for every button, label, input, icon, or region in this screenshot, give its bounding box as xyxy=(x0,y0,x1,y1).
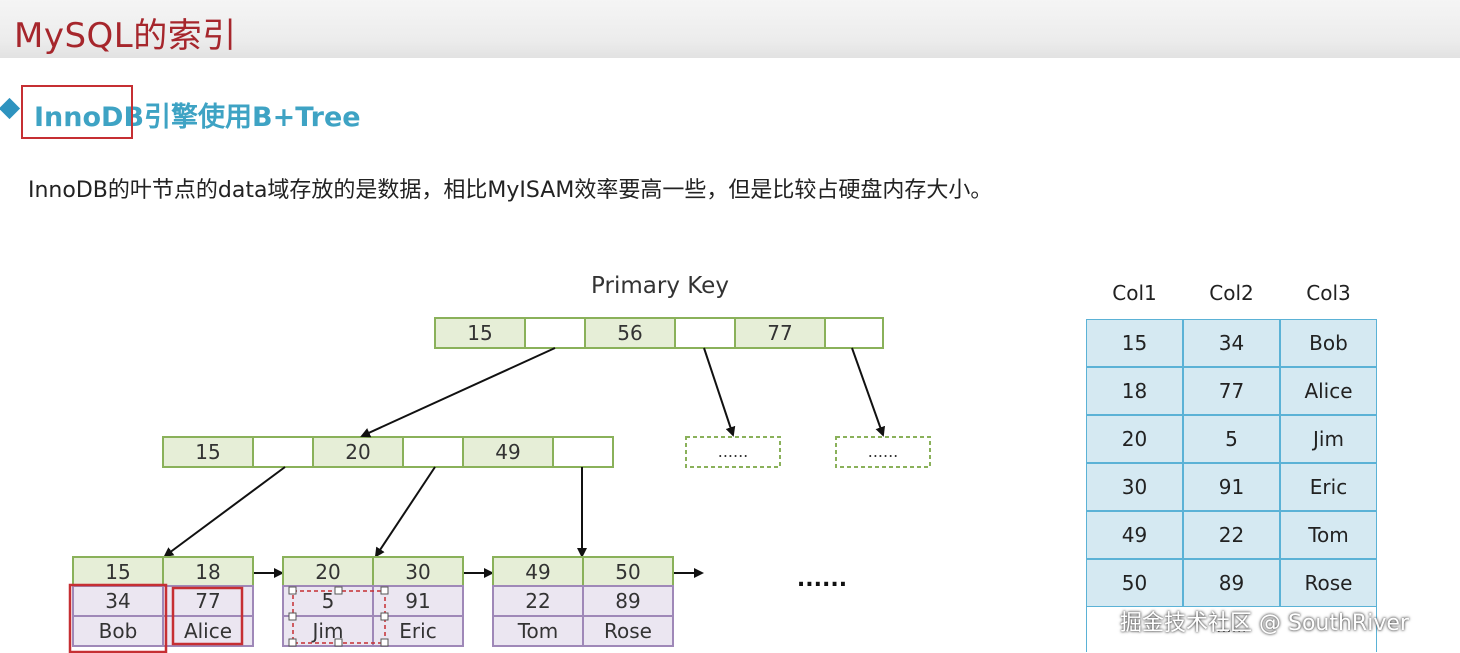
leaf-data: 5 xyxy=(322,589,335,613)
data-table: 15 34 Bob 18 77 Alice 20 5 Jim 30 91 Eri… xyxy=(1086,319,1377,652)
root-key: 15 xyxy=(467,321,492,345)
internal-node: 15 20 49 xyxy=(162,436,614,468)
root-key: 56 xyxy=(617,321,642,345)
diagram-caption: Primary Key xyxy=(591,273,729,299)
internal-key: 15 xyxy=(195,440,220,464)
leaf-node: 15 18 34 77 Bob Alice xyxy=(72,556,254,647)
table-row: 20 5 Jim xyxy=(1086,415,1377,463)
leaf-data: 89 xyxy=(615,589,640,613)
table-row: 30 91 Eric xyxy=(1086,463,1377,511)
leaf-node: 20 30 5 91 Jim Eric xyxy=(282,556,464,647)
leaf-key: 30 xyxy=(405,560,430,584)
alice-highlight-box xyxy=(171,586,244,646)
watermark: 掘金技术社区 @ SouthRiver xyxy=(1120,611,1409,636)
table-cell: 50 xyxy=(1086,559,1183,607)
leaf-data: 34 xyxy=(105,589,130,613)
table-cell: 49 xyxy=(1086,511,1183,559)
svg-text:......: ...... xyxy=(718,442,749,461)
leaf-data: 77 xyxy=(195,589,220,613)
internal-key: 49 xyxy=(495,440,520,464)
table-row: 49 22 Tom xyxy=(1086,511,1377,559)
table-cell: 77 xyxy=(1183,367,1280,415)
placeholder-node: ...... xyxy=(685,436,781,468)
tree-arrows xyxy=(163,347,886,578)
description-text: InnoDB的叶节点的data域存放的是数据，相比MyISAM效率要高一些，但是… xyxy=(28,178,993,203)
leaf-key: 49 xyxy=(525,560,550,584)
root-node: 15 56 77 xyxy=(434,317,884,349)
leaf-data: Rose xyxy=(604,619,652,643)
leaf-key: 20 xyxy=(315,560,340,584)
table-cell: 91 xyxy=(1183,463,1280,511)
title-bar xyxy=(0,0,1460,58)
column-header: Col1 xyxy=(1112,281,1157,305)
page-title: MySQL的索引 xyxy=(14,16,237,56)
table-cell: 34 xyxy=(1183,319,1280,367)
internal-key: 20 xyxy=(345,440,370,464)
leaf-data: Tom xyxy=(517,619,559,643)
bob-highlight-box xyxy=(68,583,168,653)
table-cell: 30 xyxy=(1086,463,1183,511)
leaf-ellipsis: ...... xyxy=(797,567,847,592)
table-cell: 22 xyxy=(1183,511,1280,559)
table-cell: Bob xyxy=(1280,319,1377,367)
table-cell: 89 xyxy=(1183,559,1280,607)
leaf-key: 50 xyxy=(615,560,640,584)
table-cell: 18 xyxy=(1086,367,1183,415)
table-row: 15 34 Bob xyxy=(1086,319,1377,367)
placeholder-node: ...... xyxy=(835,436,931,468)
table-overflow-ellipsis: ...... xyxy=(1216,617,1247,636)
table-cell: Rose xyxy=(1280,559,1377,607)
table-cell: Eric xyxy=(1280,463,1377,511)
leaf-data: Eric xyxy=(399,619,436,643)
column-header: Col2 xyxy=(1209,281,1254,305)
leaf-data: 22 xyxy=(525,589,550,613)
table-row: 50 89 Rose xyxy=(1086,559,1377,607)
leaf-data: 91 xyxy=(405,589,430,613)
leaf-key: 15 xyxy=(105,560,130,584)
root-key: 77 xyxy=(767,321,792,345)
leaf-node: 49 50 22 89 Tom Rose xyxy=(492,556,674,647)
table-cell: 20 xyxy=(1086,415,1183,463)
table-cell: Jim xyxy=(1280,415,1377,463)
leaf-data: Bob xyxy=(99,619,138,643)
table-cell: 5 xyxy=(1183,415,1280,463)
table-header: Col1 Col2 Col3 xyxy=(1086,281,1377,305)
leaf-key: 18 xyxy=(195,560,220,584)
table-cell: Alice xyxy=(1280,367,1377,415)
leaf-data: Alice xyxy=(184,619,232,643)
table-row: 18 77 Alice xyxy=(1086,367,1377,415)
innodb-highlight-box xyxy=(21,85,133,139)
section-heading: InnoDB引擎使用B+Tree xyxy=(34,102,361,133)
btree-diagram: Primary Key 15 56 77 15 20 49 ...... ...… xyxy=(68,273,931,653)
table-cell: 15 xyxy=(1086,319,1183,367)
jim-selection-box xyxy=(288,586,389,647)
svg-text:......: ...... xyxy=(868,442,899,461)
column-header: Col3 xyxy=(1306,281,1351,305)
table-overflow-row: ...... xyxy=(1086,607,1377,652)
table-cell: Tom xyxy=(1280,511,1377,559)
